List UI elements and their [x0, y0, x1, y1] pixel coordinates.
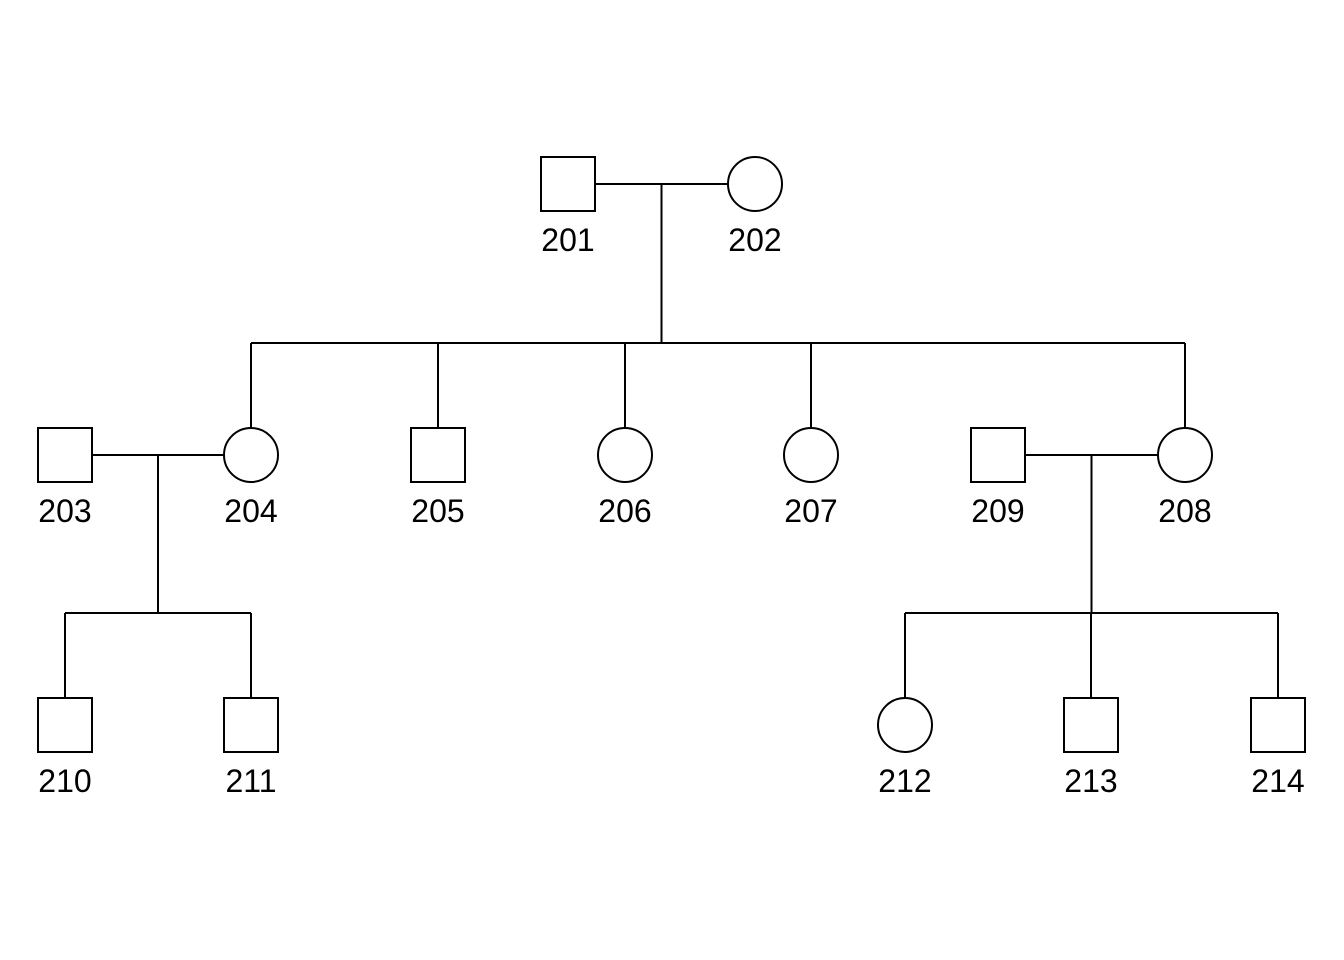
- male-square-symbol: [1250, 697, 1306, 753]
- male-square-symbol: [223, 697, 279, 753]
- individual-214: 214: [1250, 697, 1306, 799]
- female-circle-symbol: [1157, 427, 1213, 483]
- individual-id-label: 202: [728, 222, 781, 258]
- individual-207: 207: [783, 427, 839, 529]
- male-square-symbol: [37, 427, 93, 483]
- individual-202: 202: [727, 156, 783, 258]
- female-circle-symbol: [783, 427, 839, 483]
- male-square-symbol: [970, 427, 1026, 483]
- individual-id-label: 213: [1064, 763, 1117, 799]
- individual-205: 205: [410, 427, 466, 529]
- individual-id-label: 212: [878, 763, 931, 799]
- male-square-symbol: [410, 427, 466, 483]
- individual-id-label: 204: [224, 493, 277, 529]
- individual-206: 206: [597, 427, 653, 529]
- individual-209: 209: [970, 427, 1026, 529]
- individual-201: 201: [540, 156, 596, 258]
- individual-id-label: 203: [38, 493, 91, 529]
- individual-203: 203: [37, 427, 93, 529]
- individual-212: 212: [877, 697, 933, 799]
- individual-id-label: 211: [225, 763, 276, 799]
- male-square-symbol: [1063, 697, 1119, 753]
- female-circle-symbol: [877, 697, 933, 753]
- male-square-symbol: [37, 697, 93, 753]
- individual-211: 211: [223, 697, 279, 799]
- pedigree-individuals: 201 202 203 204 205 206 207 209 208 210 211 212 213 2…: [37, 156, 1306, 799]
- individual-210: 210: [37, 697, 93, 799]
- individual-id-label: 205: [411, 493, 464, 529]
- individual-id-label: 209: [971, 493, 1024, 529]
- female-circle-symbol: [223, 427, 279, 483]
- individual-213: 213: [1063, 697, 1119, 799]
- individual-id-label: 206: [598, 493, 651, 529]
- individual-id-label: 210: [38, 763, 91, 799]
- individual-208: 208: [1157, 427, 1213, 529]
- individual-204: 204: [223, 427, 279, 529]
- male-square-symbol: [540, 156, 596, 212]
- female-circle-symbol: [727, 156, 783, 212]
- pedigree-connector-lines: [64, 183, 1279, 698]
- individual-id-label: 214: [1251, 763, 1304, 799]
- individual-id-label: 201: [541, 222, 594, 258]
- individual-id-label: 208: [1158, 493, 1211, 529]
- individual-id-label: 207: [784, 493, 837, 529]
- female-circle-symbol: [597, 427, 653, 483]
